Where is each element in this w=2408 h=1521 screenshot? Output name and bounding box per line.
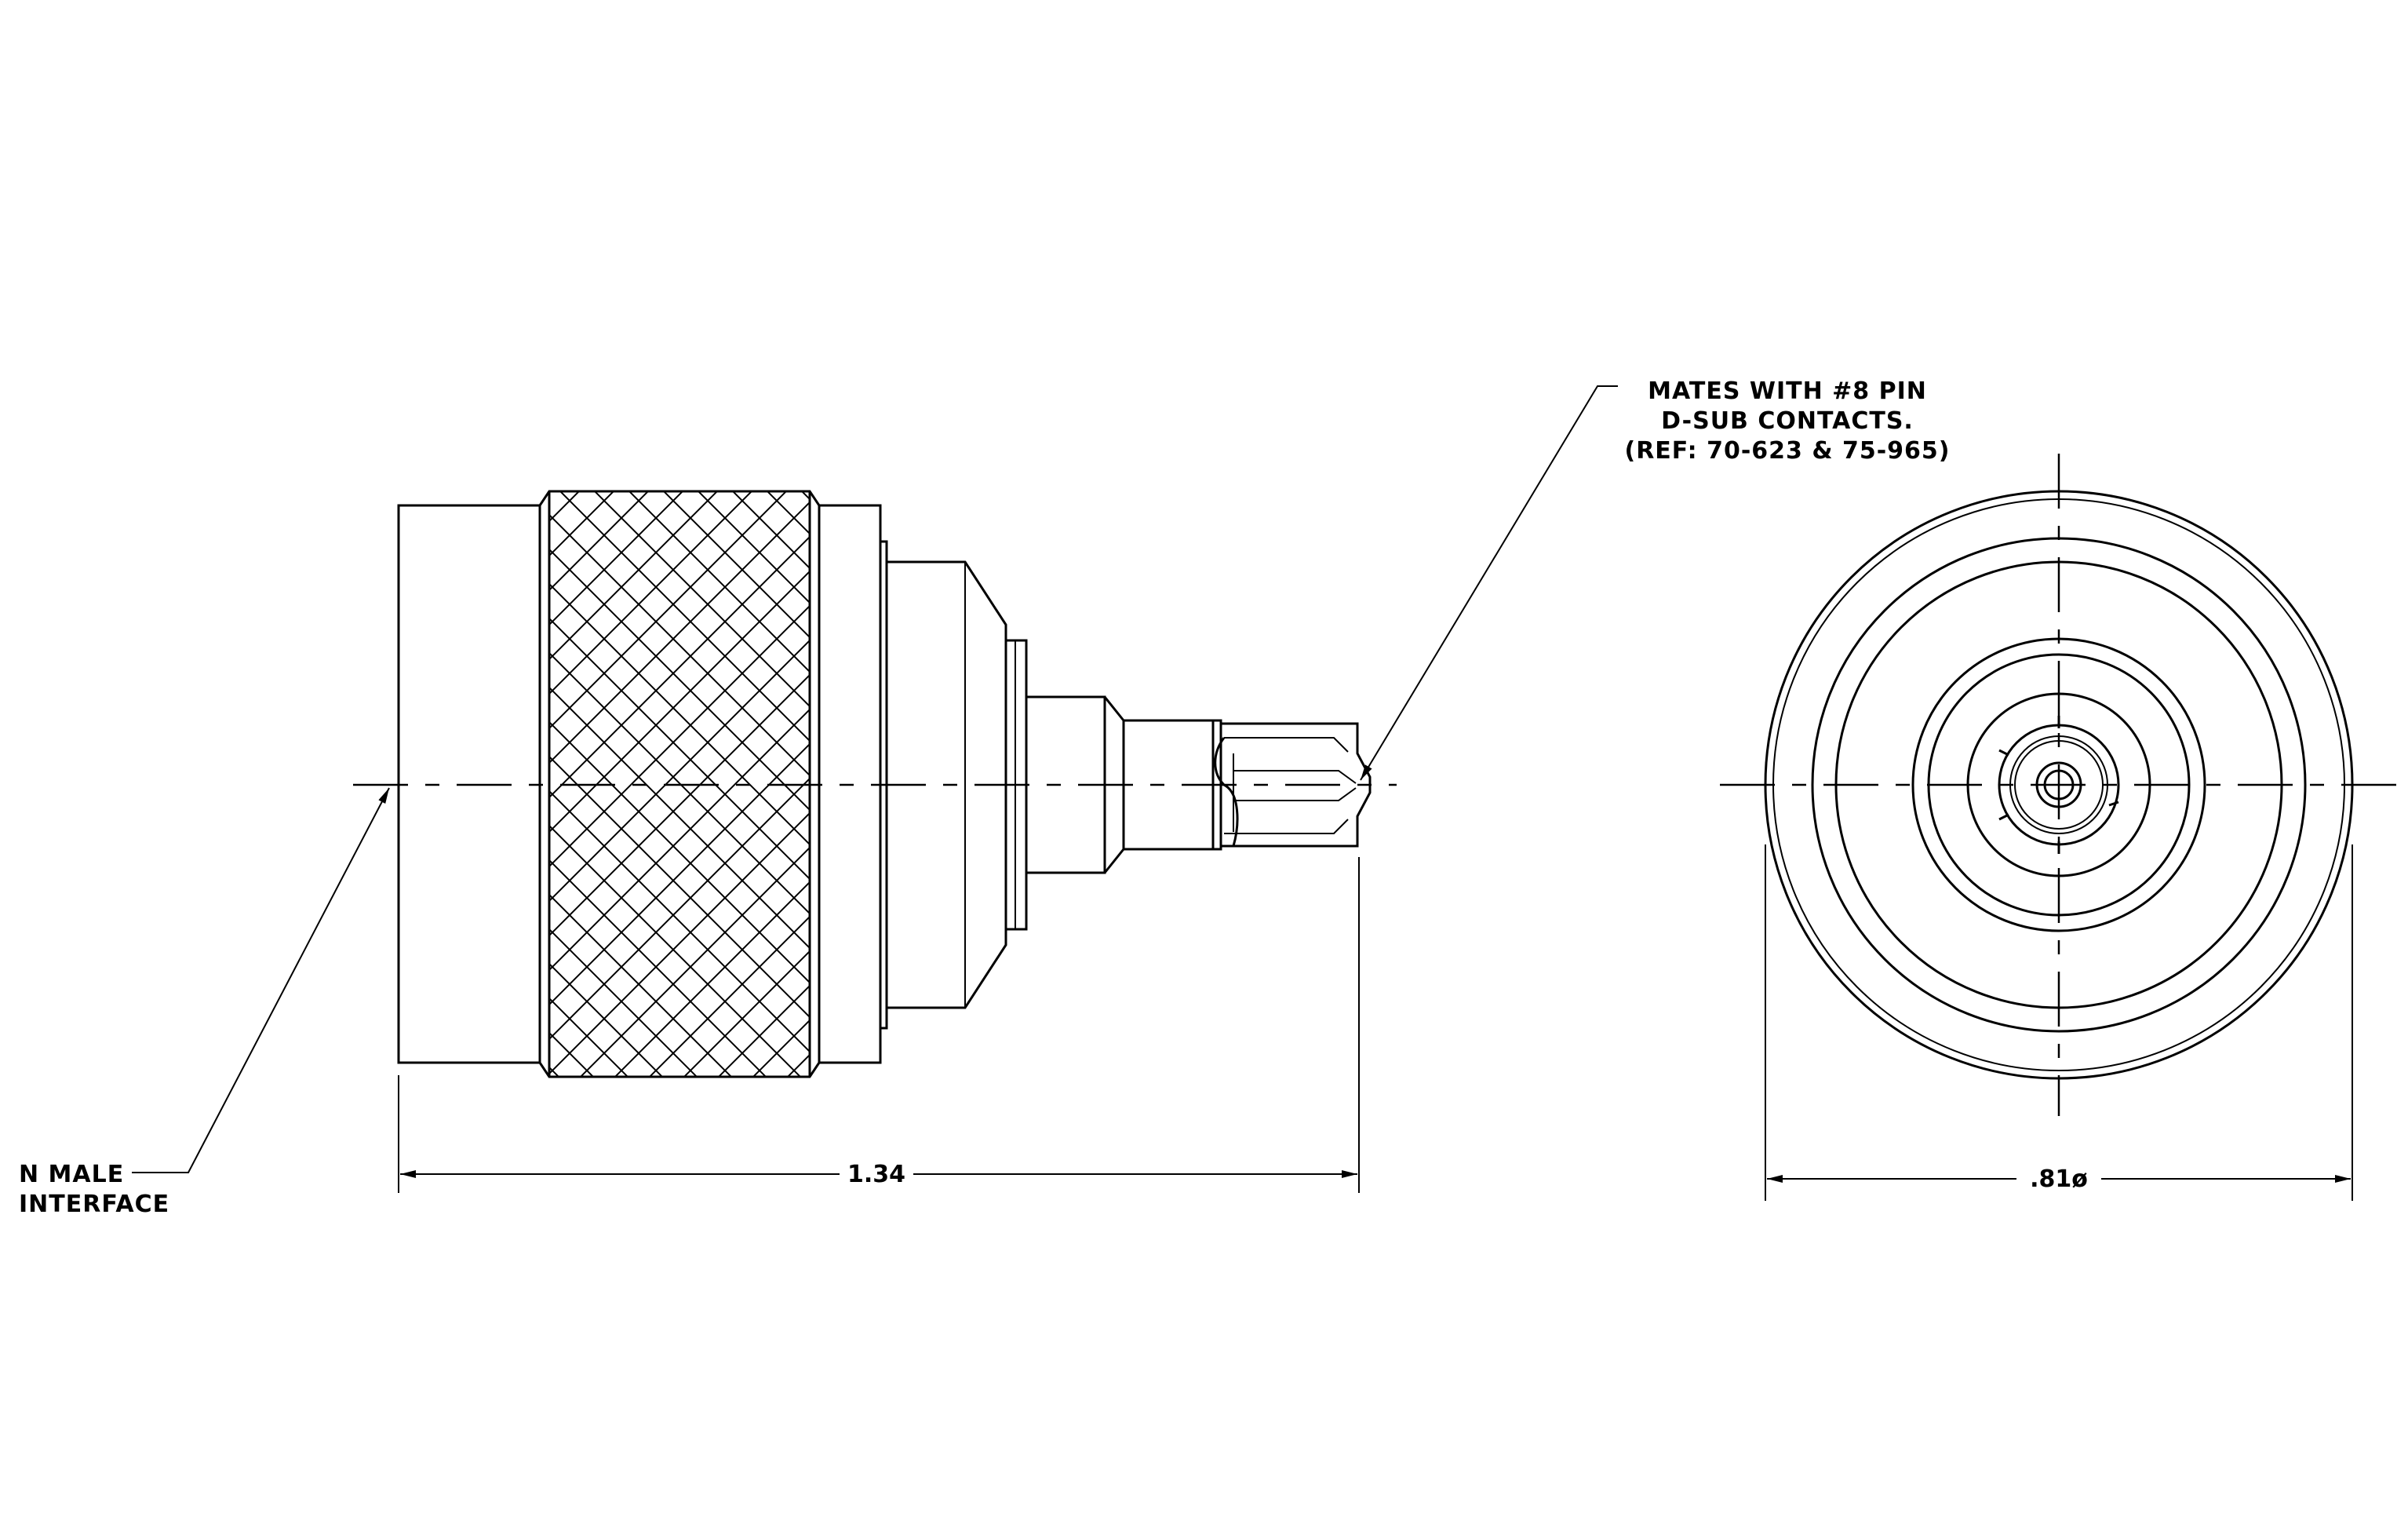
mates-callout-line-1: MATES WITH #8 PIN: [1648, 378, 1927, 405]
length-dimension-label: 1.34: [847, 1161, 905, 1188]
interface-callout-line-2: INTERFACE: [19, 1191, 169, 1218]
interface-callout: N MALE INTERFACE: [19, 787, 390, 1218]
interface-callout-line-1: N MALE: [19, 1161, 124, 1188]
end-view: [1720, 454, 2398, 1116]
diameter-dimension-label: .81ø: [2030, 1165, 2088, 1193]
side-view: [353, 490, 1397, 1078]
length-dimension: 1.34: [398, 857, 1360, 1193]
diameter-dimension: .81ø: [1765, 844, 2353, 1201]
mates-callout-line-2: D-SUB CONTACTS.: [1661, 407, 1914, 435]
mates-callout: MATES WITH #8 PIN D-SUB CONTACTS. (REF: …: [1360, 378, 1950, 781]
mates-callout-line-3: (REF: 70-623 & 75-965): [1624, 437, 1950, 465]
